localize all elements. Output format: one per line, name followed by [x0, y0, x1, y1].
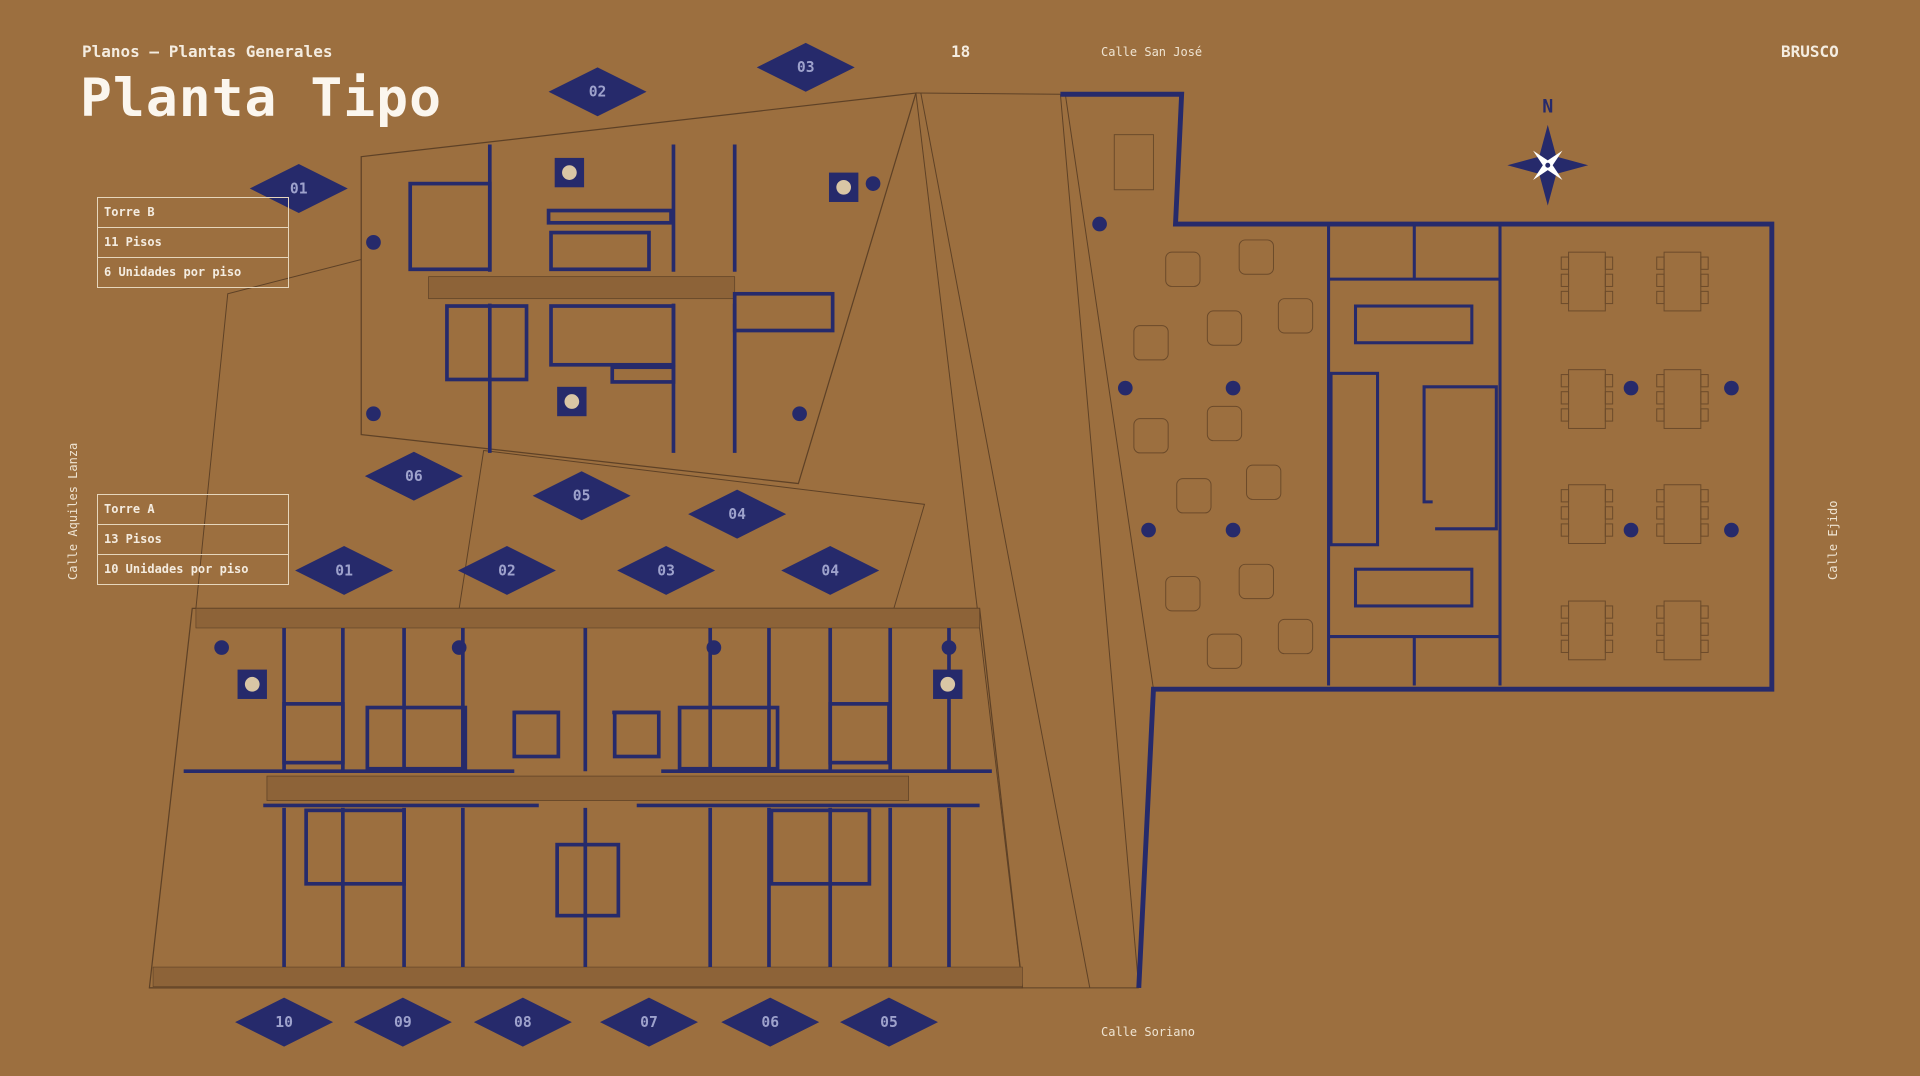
- column-dot: [366, 406, 381, 422]
- unit-marker[interactable]: 08: [473, 997, 572, 1047]
- column-dot: [451, 640, 467, 655]
- tower-b-plan: [360, 92, 917, 485]
- diamond-shape: [721, 997, 820, 1047]
- street-south: Calle Soriano: [1101, 1025, 1195, 1039]
- unit-number: 02: [589, 84, 607, 101]
- diamond-shape: [364, 451, 463, 501]
- column-dot: [1623, 522, 1639, 538]
- diamond-shape: [457, 545, 556, 595]
- unit-marker[interactable]: 02: [457, 545, 556, 595]
- unit-number: 10: [275, 1014, 293, 1031]
- unit-number: 05: [880, 1014, 898, 1031]
- column-dot: [1724, 522, 1739, 538]
- unit-marker[interactable]: 03: [756, 42, 855, 92]
- tower-name: Torre A: [98, 495, 288, 525]
- unit-marker[interactable]: 10: [235, 997, 334, 1047]
- column-dot: [1092, 216, 1107, 232]
- diamond-shape: [353, 997, 452, 1047]
- unit-marker[interactable]: 02: [548, 67, 647, 117]
- unit-number: 05: [573, 488, 591, 505]
- tower-b-info: Torre B 11 Pisos 6 Unidades por piso: [97, 197, 289, 288]
- compass-icon: N: [1507, 97, 1589, 206]
- tower-name: Torre B: [98, 198, 288, 228]
- unit-marker[interactable]: 05: [840, 997, 938, 1047]
- column-dot: [1724, 380, 1739, 396]
- unit-marker[interactable]: 07: [600, 997, 698, 1047]
- column-dot: [1225, 522, 1241, 538]
- diamond-shape: [235, 997, 334, 1047]
- diamond-shape: [473, 997, 572, 1047]
- tower-floors: 13 Pisos: [98, 525, 288, 555]
- brand-logo: BRUSCO: [1781, 42, 1839, 61]
- unit-number: 03: [657, 562, 675, 579]
- unit-number: 06: [761, 1014, 779, 1031]
- unit-number: 01: [335, 562, 353, 579]
- street-west: Calle Aquiles Lanza: [66, 442, 80, 580]
- diamond-shape: [548, 67, 647, 117]
- diamond-shape: [249, 164, 348, 213]
- column-dot: [1623, 380, 1639, 396]
- diamond-shape: [781, 545, 880, 595]
- unit-number: 09: [394, 1014, 412, 1031]
- unit-number: 02: [498, 562, 516, 579]
- page-number: 18: [951, 42, 971, 61]
- unit-number: 08: [514, 1014, 532, 1031]
- unit-marker[interactable]: 06: [364, 451, 463, 501]
- street-north: Calle San José: [1101, 45, 1203, 59]
- unit-markers: 01 02 03 04 05 06 01 02 03 04 10 09 08 07 06 05: [235, 42, 938, 1047]
- diamond-shape: [688, 489, 787, 539]
- compass-north-label: N: [1542, 97, 1553, 118]
- unit-marker[interactable]: 06: [721, 997, 820, 1047]
- tower-units: 10 Unidades por piso: [104, 562, 249, 576]
- tower-a-info: Torre A 13 Pisos 10 Unidades por piso: [97, 494, 289, 585]
- diamond-shape: [617, 545, 716, 595]
- column-dot: [366, 235, 381, 250]
- unit-number: 07: [640, 1014, 658, 1031]
- unit-marker[interactable]: 03: [617, 545, 716, 595]
- column-dot: [1225, 380, 1241, 396]
- column-dot: [1117, 380, 1133, 396]
- unit-marker[interactable]: 09: [353, 997, 452, 1047]
- column-dot: [792, 406, 807, 422]
- street-east: Calle Ejido: [1826, 500, 1840, 580]
- unit-marker[interactable]: 04: [688, 489, 787, 539]
- columns: [214, 157, 1739, 699]
- unit-marker[interactable]: 01: [249, 164, 348, 213]
- amenity-building: [1060, 91, 1775, 988]
- unit-number: 01: [290, 180, 308, 197]
- site-lines: [149, 92, 1154, 989]
- page-title: Planta Tipo: [80, 68, 442, 129]
- section-label: Planos — Plantas Generales: [82, 42, 333, 61]
- unit-number: 04: [821, 562, 839, 579]
- diamond-shape: [840, 997, 938, 1047]
- tower-a-plan: [148, 607, 1024, 989]
- unit-marker[interactable]: 01: [295, 545, 394, 595]
- column-dot: [1141, 522, 1156, 538]
- unit-marker[interactable]: 04: [781, 545, 880, 595]
- unit-marker[interactable]: 05: [532, 471, 631, 521]
- unit-number: 03: [797, 59, 815, 76]
- unit-number: 04: [728, 506, 746, 523]
- diamond-shape: [295, 545, 394, 595]
- column-dot: [214, 640, 229, 655]
- tower-floors: 11 Pisos: [98, 228, 288, 258]
- column-dot: [865, 176, 881, 191]
- unit-number: 06: [405, 468, 423, 485]
- column-dot: [941, 640, 957, 655]
- diamond-shape: [600, 997, 698, 1047]
- column-dot: [706, 640, 722, 655]
- tower-units: 6 Unidades por piso: [104, 265, 242, 279]
